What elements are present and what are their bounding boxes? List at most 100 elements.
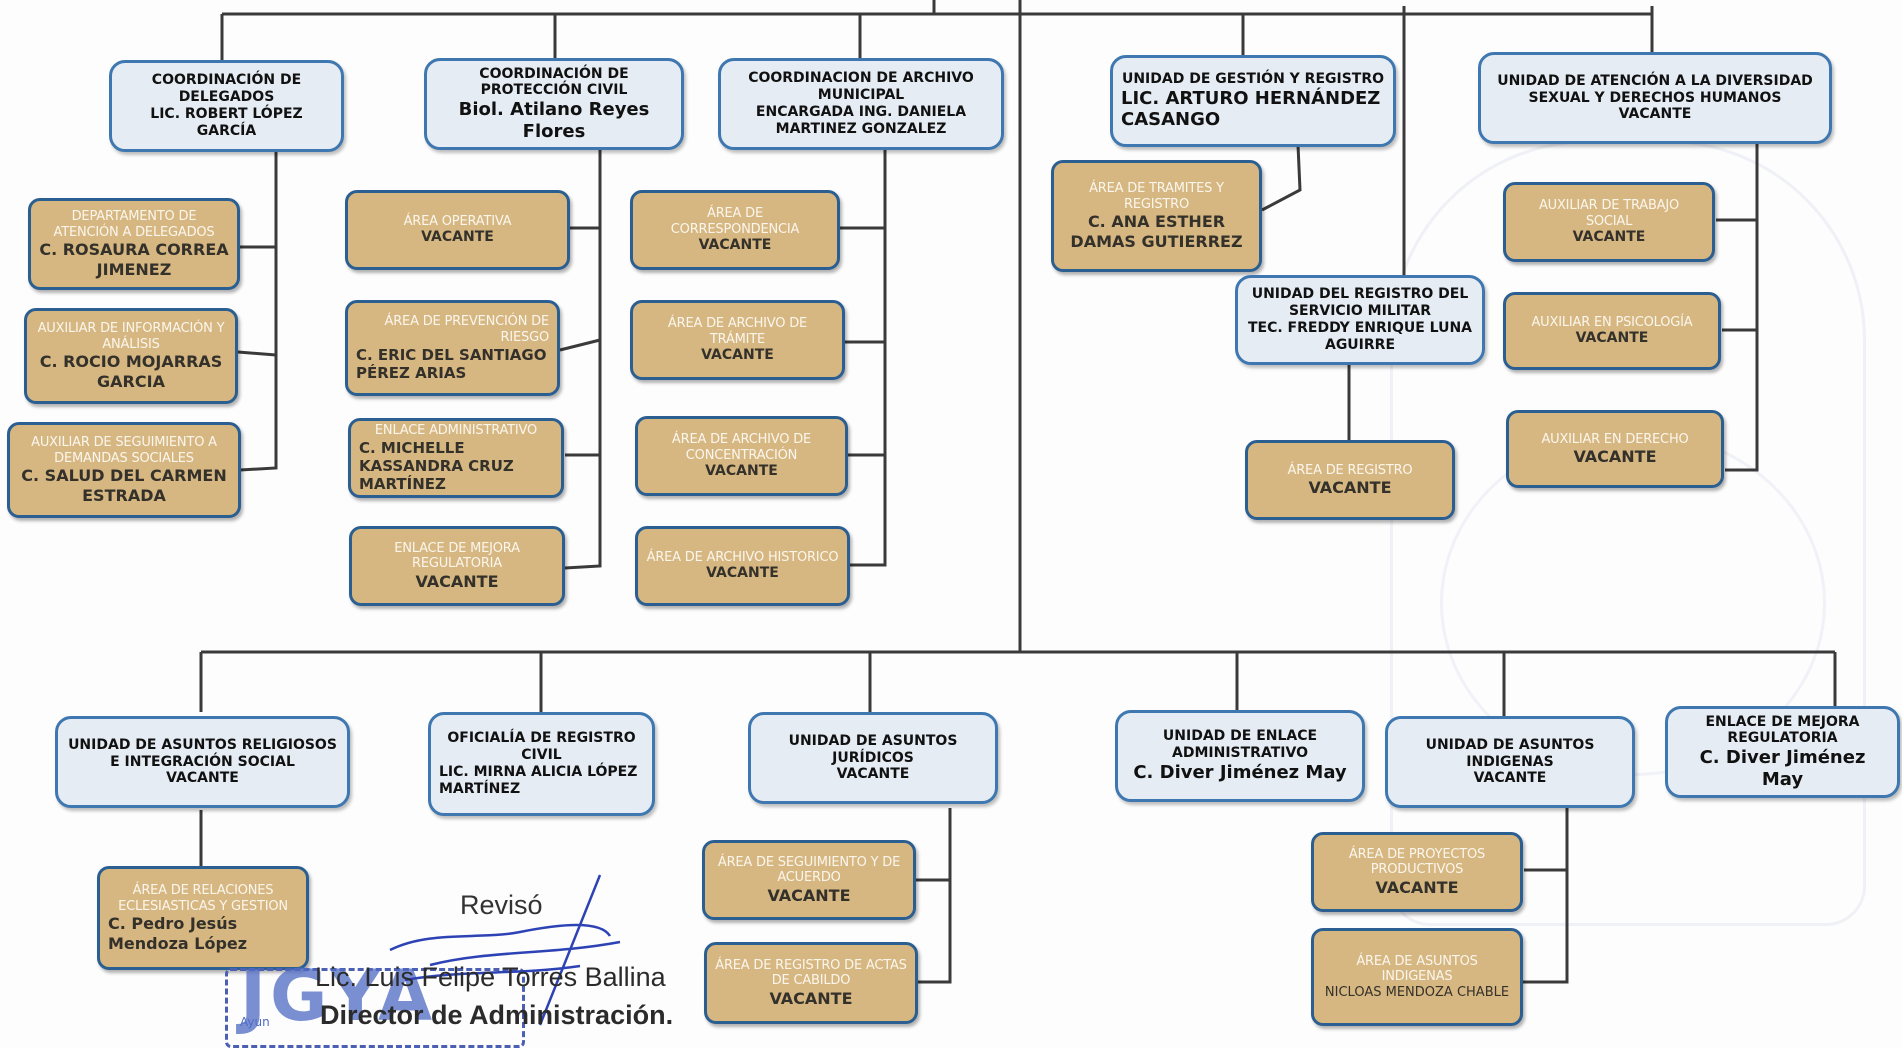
- node-holder: VACANTE: [1308, 478, 1392, 498]
- node-holder: VACANTE: [1572, 229, 1646, 246]
- node-holder: NICLOAS MENDOZA CHABLE: [1324, 984, 1510, 1000]
- node-title: UNIDAD DE GESTIÓN Y REGISTRO: [1121, 71, 1385, 87]
- node-holder: C. Diver Jiménez May: [1699, 747, 1866, 790]
- branch-juridicos: [918, 808, 952, 984]
- node-title: ENLACE DE MEJORA REGULATORIA: [394, 540, 520, 572]
- node-title: ÁREA OPERATIVA: [403, 213, 512, 229]
- node-title: ENLACE DE MEJORA REGULATORIA: [1705, 713, 1860, 747]
- node-area-seguimiento-acuerdo: ÁREA DE SEGUIMIENTO Y DE ACUERDO VACANTE: [702, 840, 916, 920]
- node-holder: VACANTE: [701, 347, 774, 364]
- node-unidad-religiosos: UNIDAD DE ASUNTOS RELIGIOSOS E INTEGRACI…: [55, 716, 350, 808]
- node-title: ÁREA DE ARCHIVO DE TRÁMITE: [667, 316, 808, 347]
- node-area-tramite: ÁREA DE ARCHIVO DE TRÁMITE VACANTE: [630, 300, 845, 380]
- node-holder: ENCARGADA ING. DANIELA MARTINEZ GONZALEZ: [755, 104, 967, 137]
- branch-indigenas: [1523, 808, 1569, 984]
- node-area-registro: ÁREA DE REGISTRO VACANTE: [1245, 440, 1455, 520]
- node-holder: LIC. ARTURO HERNÁNDEZ CASANGO: [1121, 87, 1381, 131]
- node-coord-proteccion: COORDINACIÓN DE PROTECCIÓN CIVIL Biol. A…: [424, 58, 684, 150]
- node-title: COORDINACION DE ARCHIVO MUNICIPAL: [748, 70, 974, 104]
- node-enlace-mejora-2: ENLACE DE MEJORA REGULATORIA C. Diver Ji…: [1665, 706, 1900, 798]
- node-holder: VACANTE: [1573, 447, 1657, 467]
- node-holder: TEC. FREDDY ENRIQUE LUNA AGUIRRE: [1247, 320, 1473, 353]
- node-aux-seguimiento: AUXILIAR DE SEGUIMIENTO A DEMANDAS SOCIA…: [7, 422, 241, 518]
- node-coord-archivo: COORDINACION DE ARCHIVO MUNICIPAL ENCARG…: [718, 58, 1004, 150]
- node-holder: C. MICHELLE KASSANDRA CRUZ MARTÍNEZ: [359, 438, 514, 493]
- handwritten-signature: [389, 874, 621, 1026]
- node-aux-psicologia: AUXILIAR EN PSICOLOGÍA VACANTE: [1503, 292, 1721, 370]
- node-title: ÁREA DE RELACIONES ECLESIASTICAS Y GESTI…: [118, 883, 288, 914]
- node-holder: LIC. MIRNA ALICIA LÓPEZ MARTÍNEZ: [439, 764, 638, 797]
- branch-aux-informacion: [237, 350, 277, 357]
- node-area-actas-cabildo: ÁREA DE REGISTRO DE ACTAS DE CABILDO VAC…: [704, 942, 918, 1024]
- node-title: ÁREA DE CORRESPONDENCIA: [670, 206, 800, 237]
- node-enlace-mejora-1: ENLACE DE MEJORA REGULATORIA VACANTE: [349, 526, 565, 606]
- node-depto-delegados: DEPARTAMENTO DE ATENCIÓN A DELEGADOS C. …: [28, 198, 240, 290]
- node-title: ENLACE ADMINISTRATIVO: [374, 423, 538, 439]
- node-area-prevencion: ÁREA DE PREVENCIÓN DE RIESGO C. ERIC DEL…: [345, 300, 560, 396]
- node-title: COORDINACIÓN DE PROTECCIÓN CIVIL: [479, 65, 629, 99]
- stamp-sub-text: Ayun: [240, 1015, 270, 1029]
- node-area-proyectos: ÁREA DE PROYECTOS PRODUCTIVOS VACANTE: [1311, 832, 1523, 912]
- node-holder: LIC. ROBERT LÓPEZ GARCÍA: [150, 106, 303, 139]
- node-holder: VACANTE: [705, 463, 778, 480]
- node-unidad-indigenas: UNIDAD DE ASUNTOS INDIGENAS VACANTE: [1385, 716, 1635, 808]
- node-holder: VACANTE: [698, 237, 772, 254]
- node-title: UNIDAD DE ENLACE ADMINISTRATIVO: [1162, 728, 1318, 762]
- node-holder: C. ERIC DEL SANTIAGO PÉREZ ARIAS: [356, 345, 547, 382]
- node-oficialia: OFICIALÍA DE REGISTRO CIVIL LIC. MIRNA A…: [428, 712, 655, 816]
- node-area-operativa: ÁREA OPERATIVA VACANTE: [345, 190, 570, 270]
- node-unidad-militar: UNIDAD DEL REGISTRO DEL SERVICIO MILITAR…: [1235, 275, 1485, 365]
- node-area-concentracion: ÁREA DE ARCHIVO DE CONCENTRACIÓN VACANTE: [635, 416, 848, 496]
- node-holder: VACANTE: [415, 572, 499, 591]
- node-title: UNIDAD DEL REGISTRO DEL SERVICIO MILITAR: [1251, 286, 1469, 320]
- node-title: AUXILIAR DE TRABAJO SOCIAL: [1538, 198, 1680, 229]
- node-holder: VACANTE: [1575, 330, 1649, 347]
- node-title: ÁREA DE REGISTRO DE ACTAS DE CABILDO: [715, 957, 907, 989]
- node-holder: C. ROSAURA CORREA JIMENEZ: [39, 240, 229, 279]
- node-holder: Biol. Atilano Reyes Flores: [458, 99, 650, 142]
- node-title: UNIDAD DE ASUNTOS JURÍDICOS: [788, 732, 958, 766]
- branch-diversidad: [1725, 142, 1759, 472]
- node-holder: VACANTE: [769, 989, 853, 1008]
- node-title: ÁREA DE SEGUIMIENTO Y DE ACUERDO: [717, 854, 901, 886]
- branch-delegados: [239, 150, 278, 472]
- node-holder: VACANTE: [1473, 770, 1547, 787]
- node-title: AUXILIAR EN PSICOLOGÍA: [1531, 314, 1693, 330]
- node-holder: C. ROCIO MOJARRAS GARCIA: [39, 352, 223, 391]
- node-title: ÁREA DE REGISTRO: [1287, 462, 1413, 478]
- node-title: ÁREA DE ASUNTOS INDIGENAS: [1356, 953, 1478, 985]
- node-holder: VACANTE: [767, 886, 851, 905]
- branch-area-prevencion: [559, 338, 601, 352]
- node-area-tramites-registro: ÁREA DE TRAMITES Y REGISTRO C. ANA ESTHE…: [1051, 160, 1262, 272]
- node-aux-derecho: AUXILIAR EN DERECHO VACANTE: [1506, 410, 1724, 488]
- node-holder: C. SALUD DEL CARMEN ESTRADA: [21, 466, 227, 505]
- node-holder: VACANTE: [166, 770, 239, 787]
- node-title: COORDINACIÓN DE DELEGADOS: [151, 72, 302, 106]
- node-holder: VACANTE: [706, 565, 779, 582]
- node-area-asuntos-indigenas: ÁREA DE ASUNTOS INDIGENAS NICLOAS MENDOZ…: [1311, 928, 1523, 1026]
- node-title: UNIDAD DE ASUNTOS RELIGIOSOS E INTEGRACI…: [68, 736, 337, 770]
- node-aux-informacion: AUXILIAR DE INFORMACIÓN Y ANÁLISIS C. RO…: [24, 308, 238, 404]
- node-holder: VACANTE: [836, 766, 910, 783]
- node-title: ÁREA DE PREVENCIÓN DE RIESGO: [384, 314, 550, 345]
- node-unidad-gestion: UNIDAD DE GESTIÓN Y REGISTRO LIC. ARTURO…: [1110, 55, 1396, 147]
- node-enlace-admin: ENLACE ADMINISTRATIVO C. MICHELLE KASSAN…: [348, 418, 564, 498]
- node-title: ÁREA DE PROYECTOS PRODUCTIVOS: [1348, 846, 1486, 878]
- node-title: ÁREA DE ARCHIVO DE CONCENTRACIÓN: [671, 432, 812, 463]
- node-title: ÁREA DE ARCHIVO HISTORICO: [646, 549, 839, 565]
- node-title: UNIDAD DE ATENCIÓN A LA DIVERSIDAD SEXUA…: [1497, 72, 1813, 106]
- branch-proteccion: [564, 148, 602, 570]
- node-aux-trabajo-social: AUXILIAR DE TRABAJO SOCIAL VACANTE: [1503, 182, 1715, 262]
- node-area-correspondencia: ÁREA DE CORRESPONDENCIA VACANTE: [630, 190, 840, 270]
- node-coord-delegados: COORDINACIÓN DE DELEGADOS LIC. ROBERT LÓ…: [109, 60, 344, 152]
- signer-title: Director de Administración.: [320, 1000, 674, 1030]
- node-holder: VACANTE: [1375, 878, 1459, 897]
- node-unidad-enlace-admin: UNIDAD DE ENLACE ADMINISTRATIVO C. Diver…: [1115, 710, 1365, 802]
- node-area-historico: ÁREA DE ARCHIVO HISTORICO VACANTE: [635, 526, 850, 606]
- node-holder: VACANTE: [1618, 106, 1692, 123]
- node-holder: C. Pedro Jesús Mendoza López: [108, 914, 248, 953]
- node-holder: VACANTE: [421, 229, 494, 246]
- node-unidad-diversidad: UNIDAD DE ATENCIÓN A LA DIVERSIDAD SEXUA…: [1478, 52, 1832, 144]
